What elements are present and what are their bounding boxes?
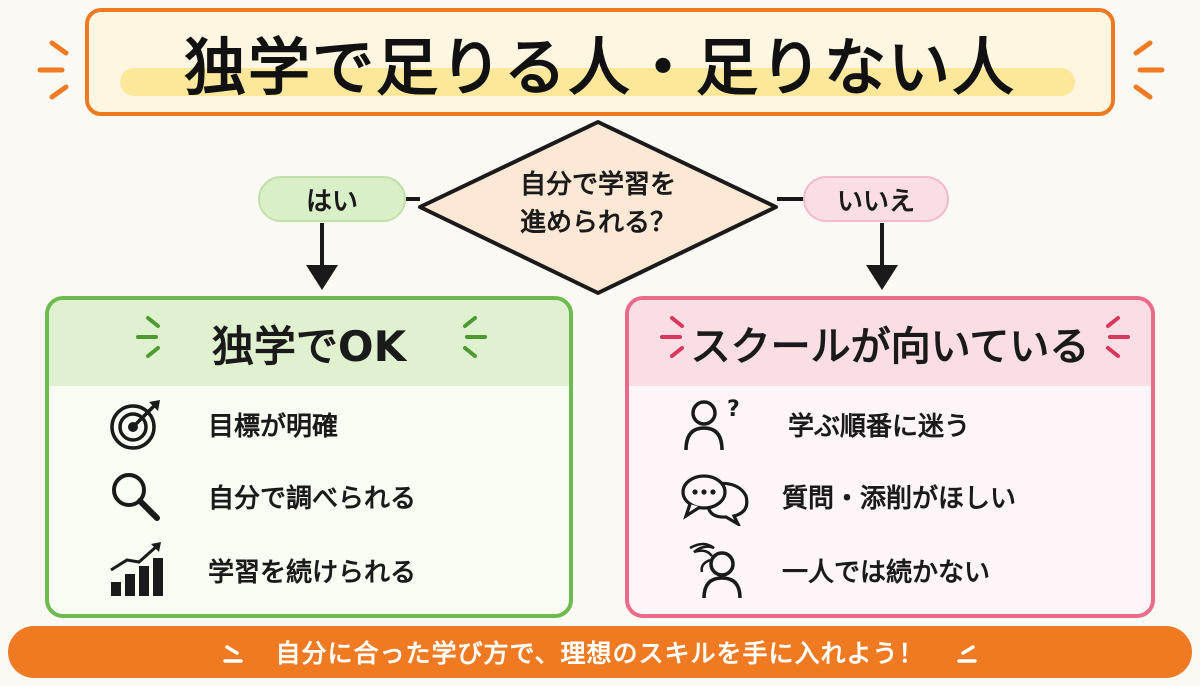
title-box <box>85 8 1115 116</box>
list-item: 一人では続かない <box>680 540 990 600</box>
title-highlight <box>120 68 1075 96</box>
flow-connectors <box>306 197 898 290</box>
list-item-label: 目標が明確 <box>208 411 339 442</box>
list-item: 学習を続けられる <box>100 540 416 600</box>
list-item: 目標が明確 <box>100 394 338 454</box>
right-sparkle-icon <box>1133 40 1165 100</box>
self-study-heading-text: 独学でOK <box>211 321 407 371</box>
growth-chart-icon <box>100 540 170 600</box>
self-study-panel: 独学でOK <box>45 296 573 618</box>
question-line-1: 自分で学習を <box>519 170 676 201</box>
list-item: 自分で調べられる <box>100 466 416 526</box>
footer-sparkle-right-icon <box>956 645 977 663</box>
right-heading-sparkle-left-icon <box>660 316 684 358</box>
chat-bubbles-icon <box>680 466 750 526</box>
page-title: 独学で足りる人・足りない人 <box>183 31 1016 104</box>
decision-diamond <box>418 120 778 295</box>
list-item-label: 学習を続けられる <box>208 557 417 588</box>
left-heading-sparkle-left-icon <box>136 316 160 358</box>
school-heading-text: スクールが向いている <box>690 324 1090 370</box>
self-study-heading: 独学でOK <box>49 300 569 386</box>
svg-text:?: ? <box>727 397 740 422</box>
title-container: 独学で足りる人・足りない人 <box>85 8 1115 116</box>
footer-message: 自分に合った学び方で、理想のスキルを手に入れよう！ <box>275 639 925 668</box>
left-sparkle-icon <box>37 40 69 100</box>
right-heading-sparkle-right-icon <box>1106 316 1130 358</box>
question-line-2: 進められる？ <box>519 208 676 238</box>
left-heading-sparkle-right-icon <box>463 316 487 358</box>
arrow-down-right-icon <box>866 265 898 290</box>
target-icon <box>100 394 170 454</box>
footer-sparkle-left-icon <box>223 645 244 663</box>
dizzy-person-icon <box>680 540 750 600</box>
list-item-label: 質問・添削がほしい <box>782 483 1017 514</box>
decision-question: 自分で学習を 進められる？ <box>417 150 779 260</box>
arrow-down-left-icon <box>306 265 338 290</box>
no-label: いいえ <box>803 176 949 222</box>
yes-label: はい <box>258 176 406 222</box>
magnifier-icon <box>100 466 170 526</box>
confused-person-icon: ? <box>680 394 750 454</box>
list-item-label: 自分で調べられる <box>208 483 417 514</box>
school-panel: スクールが向いている <box>625 296 1155 618</box>
footer-banner: 自分に合った学び方で、理想のスキルを手に入れよう！ <box>8 626 1192 678</box>
school-heading: スクールが向いている <box>629 300 1151 386</box>
list-item: 質問・添削がほしい <box>680 466 1016 526</box>
list-item: ? 学ぶ順番に迷う <box>680 394 970 454</box>
list-item-label: 一人では続かない <box>782 557 991 588</box>
list-item-label: 学ぶ順番に迷う <box>788 411 971 442</box>
